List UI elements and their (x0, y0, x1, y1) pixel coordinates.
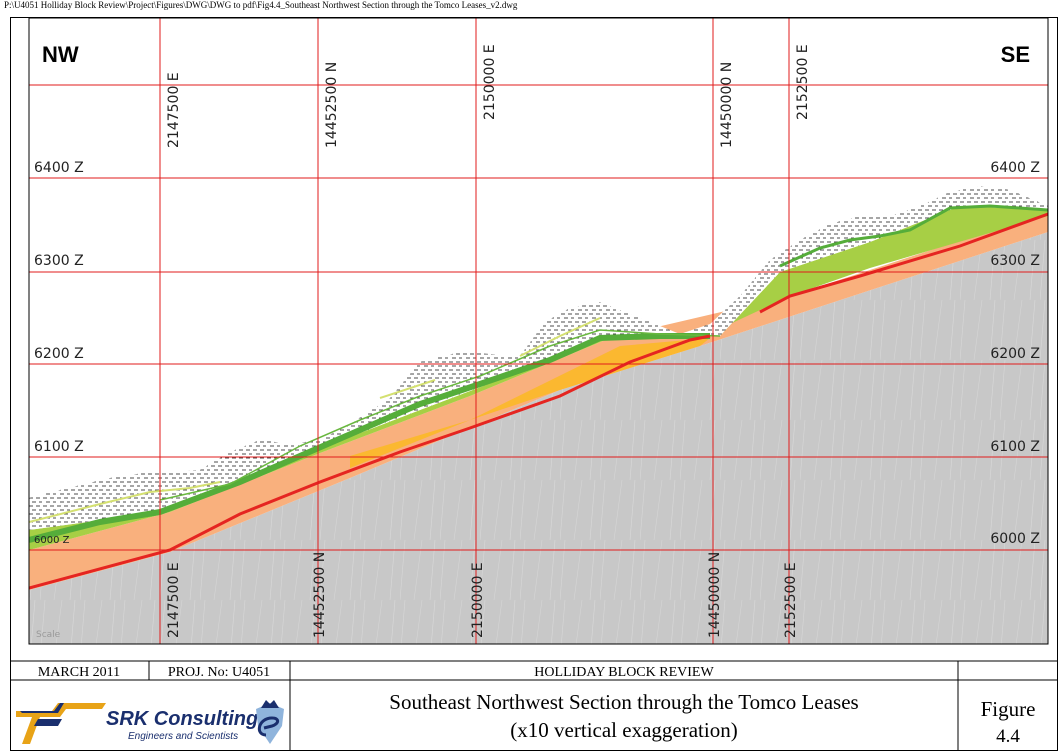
grid-label-top: 2147500 E (166, 72, 182, 148)
plot-border (28, 17, 1049, 645)
grid-label-bottom: 14452500 N (312, 552, 328, 638)
nw-direction-label: NW (42, 42, 79, 67)
upper-green-line (779, 204, 1048, 268)
company-name: SRK Consulting (106, 708, 258, 730)
grid-label-bottom: 2150000 E (470, 562, 486, 638)
elevation-label-right: 6400 Z (990, 160, 1040, 176)
scale-label: Scale (36, 630, 61, 640)
figure-label: Figure (981, 697, 1036, 721)
grid-label-bottom: 2147500 E (166, 562, 182, 638)
elevation-label-left: 6200 Z (34, 346, 84, 362)
red-contact (29, 334, 711, 590)
red-contact (759, 212, 1048, 314)
project-number-label: PROJ. No: U4051 (168, 665, 270, 680)
overburden-unit (29, 186, 1048, 530)
accreditation-emblem (256, 700, 284, 744)
yellow-seam (519, 317, 601, 357)
grid-label-top: 2150000 E (482, 44, 498, 120)
grid-label-top: 2152500 E (795, 44, 811, 120)
project-name-label: HOLLIDAY BLOCK REVIEW (534, 665, 714, 680)
figure-title-line2: (x10 vertical exaggeration) (510, 718, 737, 742)
gold-unit (350, 338, 710, 468)
elevation-label-right: 6300 Z (990, 253, 1040, 269)
yellow-seam (379, 379, 436, 399)
grid-lines (29, 18, 1048, 644)
yellow-seam (29, 481, 221, 523)
company-subtitle: Engineers and Scientists (128, 731, 238, 742)
srk-logo: SRK Consulting Engineers and Scientists (16, 703, 258, 744)
se-direction-label: SE (1001, 42, 1030, 67)
thin-green-line (159, 329, 721, 501)
figure-number: 4.4 (996, 726, 1020, 747)
date-label: MARCH 2011 (38, 665, 120, 680)
grid-label-bottom: 2152500 E (783, 562, 799, 638)
elevation-label-left: 6100 Z (34, 439, 84, 455)
elevation-label-left-small: 6000 Z (34, 535, 70, 546)
grid-label-bottom: 14450000 N (707, 552, 723, 638)
file-path-label: P:\U4051 Holliday Block Review\Project\F… (4, 0, 518, 10)
figure-title-line1: Southeast Northwest Section through the … (389, 690, 858, 714)
elevation-label-right: 6000 Z (990, 531, 1040, 547)
dark-green-band (29, 333, 710, 543)
elevation-label-left: 6400 Z (34, 160, 84, 176)
grid-label-top: 14450000 N (719, 62, 735, 148)
grid-label-top: 14452500 N (324, 62, 340, 148)
title-block-lines (10, 660, 1058, 751)
elevation-label-left: 6300 Z (34, 253, 84, 269)
elevation-label-right: 6200 Z (990, 346, 1040, 362)
elevation-label-right: 6100 Z (990, 439, 1040, 455)
bedrock-unit (29, 232, 1048, 644)
